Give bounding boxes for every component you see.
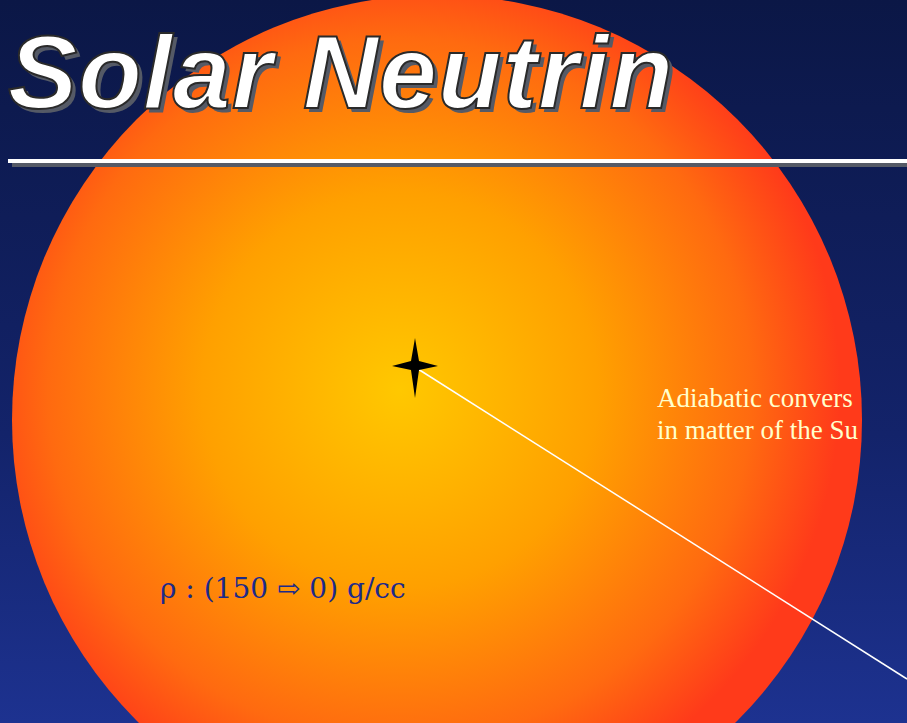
- title-underline: [8, 159, 907, 163]
- title-underline-shadow: [12, 163, 907, 167]
- annotation-text: Adiabatic convers: [657, 382, 853, 414]
- density-label: ρ : (150 ⇨ 0) g/cc: [160, 572, 406, 606]
- neutrino-path: [418, 369, 907, 679]
- annotation-text: in matter of the Su: [657, 414, 858, 446]
- slide-title: Solar Neutrin: [8, 2, 674, 142]
- production-point-star: [392, 338, 438, 398]
